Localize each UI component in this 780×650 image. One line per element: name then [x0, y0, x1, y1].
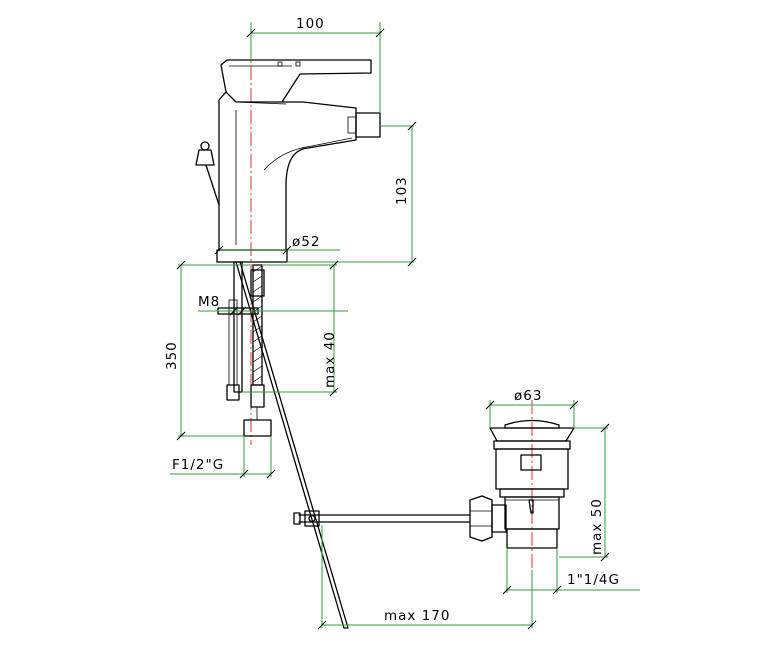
hose-ferrule-top — [250, 269, 265, 297]
label-hose-length: 350 — [164, 341, 180, 370]
popup-knob — [195, 149, 215, 166]
waste-mark — [528, 499, 534, 514]
popup-knob-top — [200, 141, 210, 151]
threaded-stud — [233, 261, 243, 393]
label-height-spout: 103 — [394, 176, 410, 205]
popup-vertical-rod — [235, 261, 349, 629]
rod-clamp-screw — [308, 514, 316, 523]
mixer-base — [216, 249, 288, 263]
waste-window — [520, 454, 542, 471]
center-lines — [250, 22, 533, 570]
waste-plug — [504, 419, 560, 429]
hose-braid-pattern — [252, 265, 263, 383]
label-rod-length: max 170 — [384, 608, 450, 624]
mixer-body — [195, 59, 381, 263]
spout-nozzle — [355, 112, 381, 138]
spout-nozzle-neck — [347, 116, 357, 134]
lever-base-line — [235, 101, 287, 105]
dimension-labels: 100 103 ø52 M8 max 40 350 F1/2"G ø63 max… — [164, 16, 620, 624]
hoses-and-stud — [217, 261, 272, 437]
label-waste-height: max 50 — [589, 498, 605, 555]
lever-pin-1 — [277, 61, 283, 67]
label-width-top: 100 — [296, 16, 325, 32]
rod-clamp — [304, 510, 320, 527]
waste-assembly — [469, 419, 575, 549]
waste-tail-bottom — [506, 528, 558, 549]
popup-rod-top — [205, 164, 220, 206]
side-fitting-body — [491, 504, 507, 533]
label-base-diameter: ø52 — [292, 234, 320, 250]
hose-nut — [243, 419, 272, 437]
label-hose-connection: F1/2"G — [172, 457, 224, 473]
rod-end — [293, 512, 301, 525]
label-max-stud: max 40 — [322, 331, 338, 388]
lever-pin-2 — [295, 61, 301, 67]
lever-handle — [220, 59, 372, 103]
dimension-ticks — [176, 28, 610, 630]
spout-curve-line — [263, 137, 353, 171]
hose-ferrule-bottom — [250, 384, 265, 408]
popup-rod — [235, 261, 471, 629]
dimension-lines — [170, 22, 640, 628]
label-waste-diameter: ø63 — [514, 388, 542, 404]
mixer-body-outline — [218, 91, 357, 251]
label-waste-thread: 1"1/4G — [567, 572, 620, 588]
hose-left-ferrule — [226, 384, 240, 401]
side-fitting-nut — [469, 495, 493, 542]
label-thread-stud: M8 — [198, 294, 220, 310]
